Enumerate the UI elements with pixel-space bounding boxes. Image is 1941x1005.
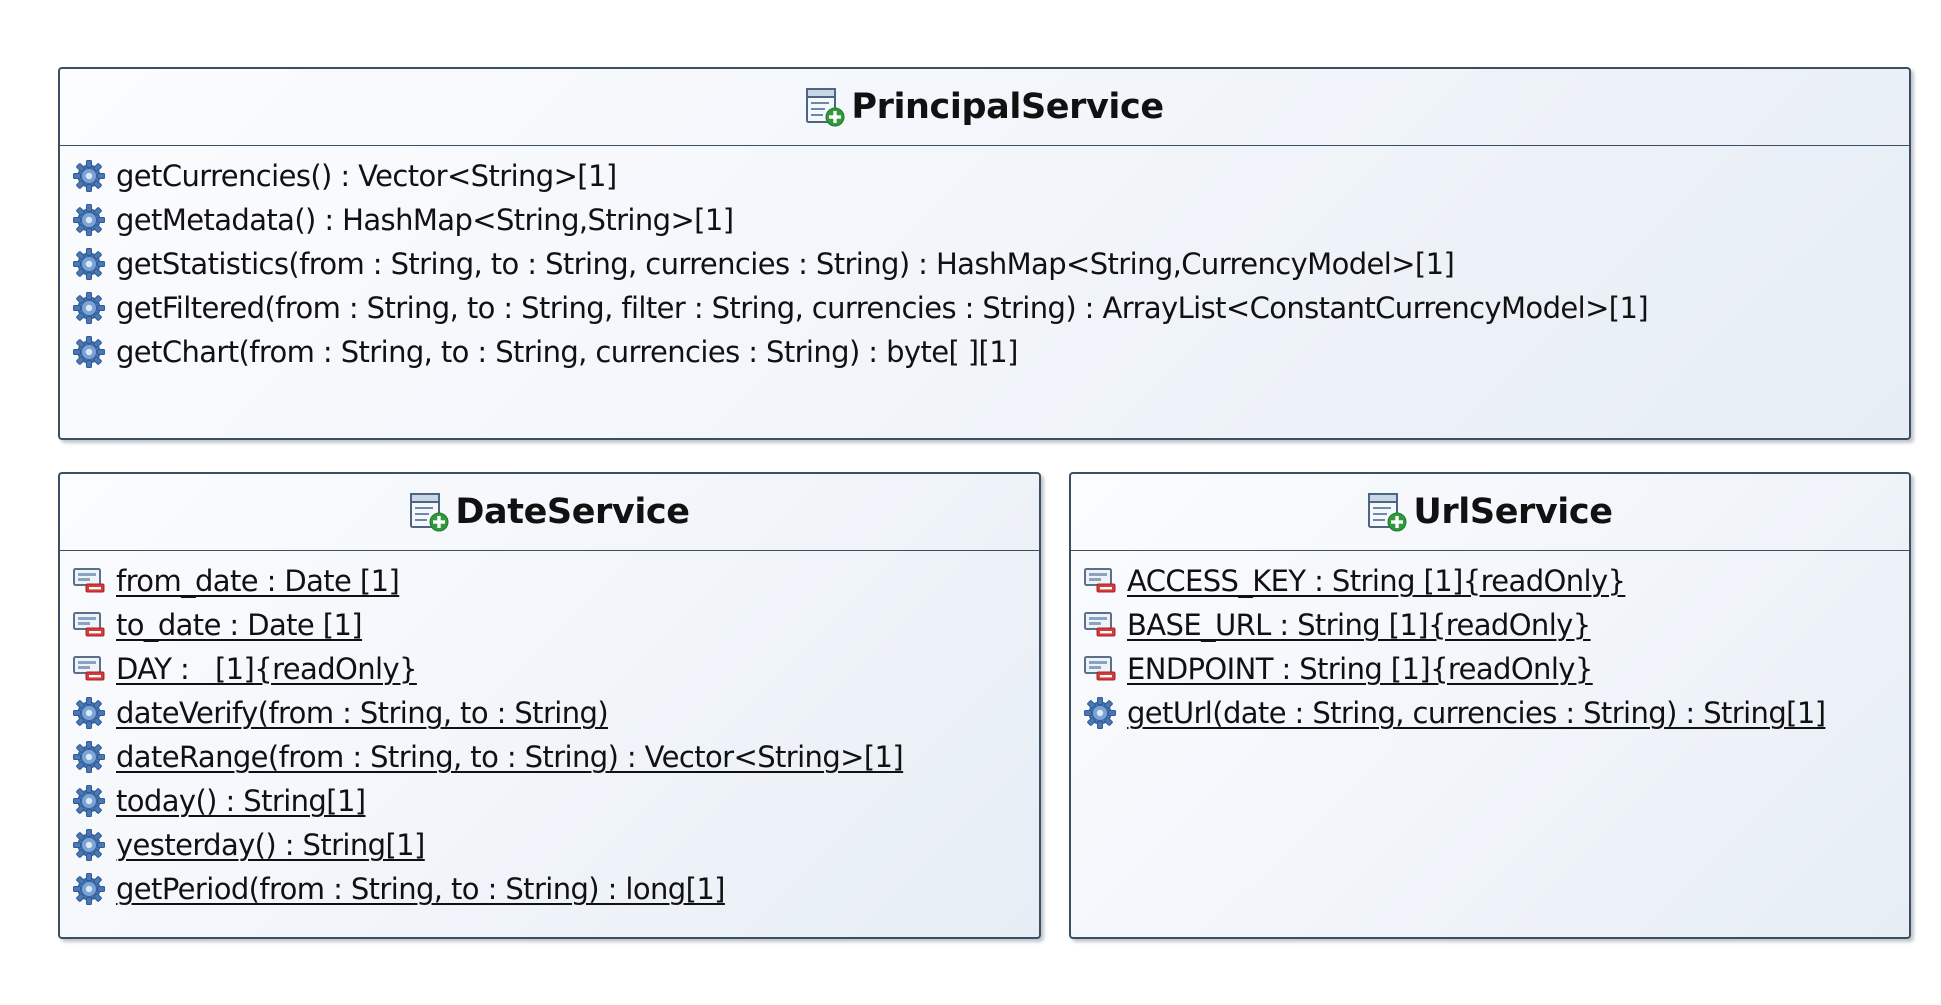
class-icon bbox=[805, 86, 845, 128]
operation-item[interactable]: getStatistics(from : String, to : String… bbox=[72, 242, 1909, 286]
operation-item[interactable]: yesterday() : String[1] bbox=[72, 823, 1039, 867]
operation-item[interactable]: getChart(from : String, to : String, cur… bbox=[72, 330, 1909, 374]
operation-signature: today() : String[1] bbox=[116, 784, 366, 818]
operation-signature: getFiltered(from : String, to : String, … bbox=[116, 291, 1649, 325]
attribute-item[interactable]: BASE_URL : String [1]{readOnly} bbox=[1083, 603, 1909, 647]
operation-signature: yesterday() : String[1] bbox=[116, 828, 425, 862]
operation-signature: getUrl(date : String, currencies : Strin… bbox=[1127, 696, 1826, 730]
attribute-signature: to_date : Date [1] bbox=[116, 608, 363, 642]
operation-item[interactable]: dateVerify(from : String, to : String) bbox=[72, 691, 1039, 735]
private-field-icon bbox=[1083, 652, 1117, 686]
attribute-signature: ENDPOINT : String [1]{readOnly} bbox=[1127, 652, 1593, 686]
class-header: UrlService bbox=[1071, 474, 1909, 551]
class-header: PrincipalService bbox=[60, 69, 1909, 146]
operation-signature: getChart(from : String, to : String, cur… bbox=[116, 335, 1018, 369]
gear-icon bbox=[72, 203, 106, 237]
members-compartment: ACCESS_KEY : String [1]{readOnly} BASE_U… bbox=[1071, 551, 1909, 735]
attribute-signature: from_date : Date [1] bbox=[116, 564, 400, 598]
gear-icon bbox=[72, 828, 106, 862]
attribute-item[interactable]: ACCESS_KEY : String [1]{readOnly} bbox=[1083, 559, 1909, 603]
private-field-icon bbox=[72, 608, 106, 642]
attribute-signature: ACCESS_KEY : String [1]{readOnly} bbox=[1127, 564, 1626, 598]
class-name: UrlService bbox=[1413, 492, 1613, 532]
operation-item[interactable]: dateRange(from : String, to : String) : … bbox=[72, 735, 1039, 779]
attribute-signature: DAY : [1]{readOnly} bbox=[116, 652, 417, 686]
attribute-item[interactable]: from_date : Date [1] bbox=[72, 559, 1039, 603]
private-field-icon bbox=[1083, 564, 1117, 598]
class-icon bbox=[1367, 491, 1407, 533]
operation-item[interactable]: getPeriod(from : String, to : String) : … bbox=[72, 867, 1039, 911]
gear-icon bbox=[1083, 696, 1117, 730]
class-name: DateService bbox=[455, 492, 690, 532]
operation-signature: getMetadata() : HashMap<String,String>[1… bbox=[116, 203, 734, 237]
private-field-icon bbox=[1083, 608, 1117, 642]
operation-signature: getPeriod(from : String, to : String) : … bbox=[116, 872, 726, 906]
attribute-item[interactable]: ENDPOINT : String [1]{readOnly} bbox=[1083, 647, 1909, 691]
gear-icon bbox=[72, 784, 106, 818]
class-principal-service[interactable]: PrincipalService getCurrencies() : Vecto… bbox=[58, 67, 1911, 440]
class-name: PrincipalService bbox=[851, 87, 1164, 127]
operation-signature: getCurrencies() : Vector<String>[1] bbox=[116, 159, 617, 193]
private-field-icon bbox=[72, 564, 106, 598]
operation-item[interactable]: getMetadata() : HashMap<String,String>[1… bbox=[72, 198, 1909, 242]
operation-item[interactable]: getCurrencies() : Vector<String>[1] bbox=[72, 154, 1909, 198]
gear-icon bbox=[72, 696, 106, 730]
class-date-service[interactable]: DateService from_date : Date [1] to_date… bbox=[58, 472, 1041, 939]
gear-icon bbox=[72, 872, 106, 906]
class-icon bbox=[409, 491, 449, 533]
class-url-service[interactable]: UrlService ACCESS_KEY : String [1]{readO… bbox=[1069, 472, 1911, 939]
gear-icon bbox=[72, 159, 106, 193]
operations-compartment: getCurrencies() : Vector<String>[1] getM… bbox=[60, 146, 1909, 374]
gear-icon bbox=[72, 291, 106, 325]
operation-item[interactable]: getUrl(date : String, currencies : Strin… bbox=[1083, 691, 1909, 735]
operation-item[interactable]: today() : String[1] bbox=[72, 779, 1039, 823]
gear-icon bbox=[72, 335, 106, 369]
gear-icon bbox=[72, 247, 106, 281]
operation-item[interactable]: getFiltered(from : String, to : String, … bbox=[72, 286, 1909, 330]
private-field-icon bbox=[72, 652, 106, 686]
operation-signature: getStatistics(from : String, to : String… bbox=[116, 247, 1455, 281]
class-header: DateService bbox=[60, 474, 1039, 551]
operation-signature: dateRange(from : String, to : String) : … bbox=[116, 740, 904, 774]
gear-icon bbox=[72, 740, 106, 774]
members-compartment: from_date : Date [1] to_date : Date [1] … bbox=[60, 551, 1039, 911]
attribute-signature: BASE_URL : String [1]{readOnly} bbox=[1127, 608, 1591, 642]
operation-signature: dateVerify(from : String, to : String) bbox=[116, 696, 609, 730]
attribute-item[interactable]: DAY : [1]{readOnly} bbox=[72, 647, 1039, 691]
attribute-item[interactable]: to_date : Date [1] bbox=[72, 603, 1039, 647]
